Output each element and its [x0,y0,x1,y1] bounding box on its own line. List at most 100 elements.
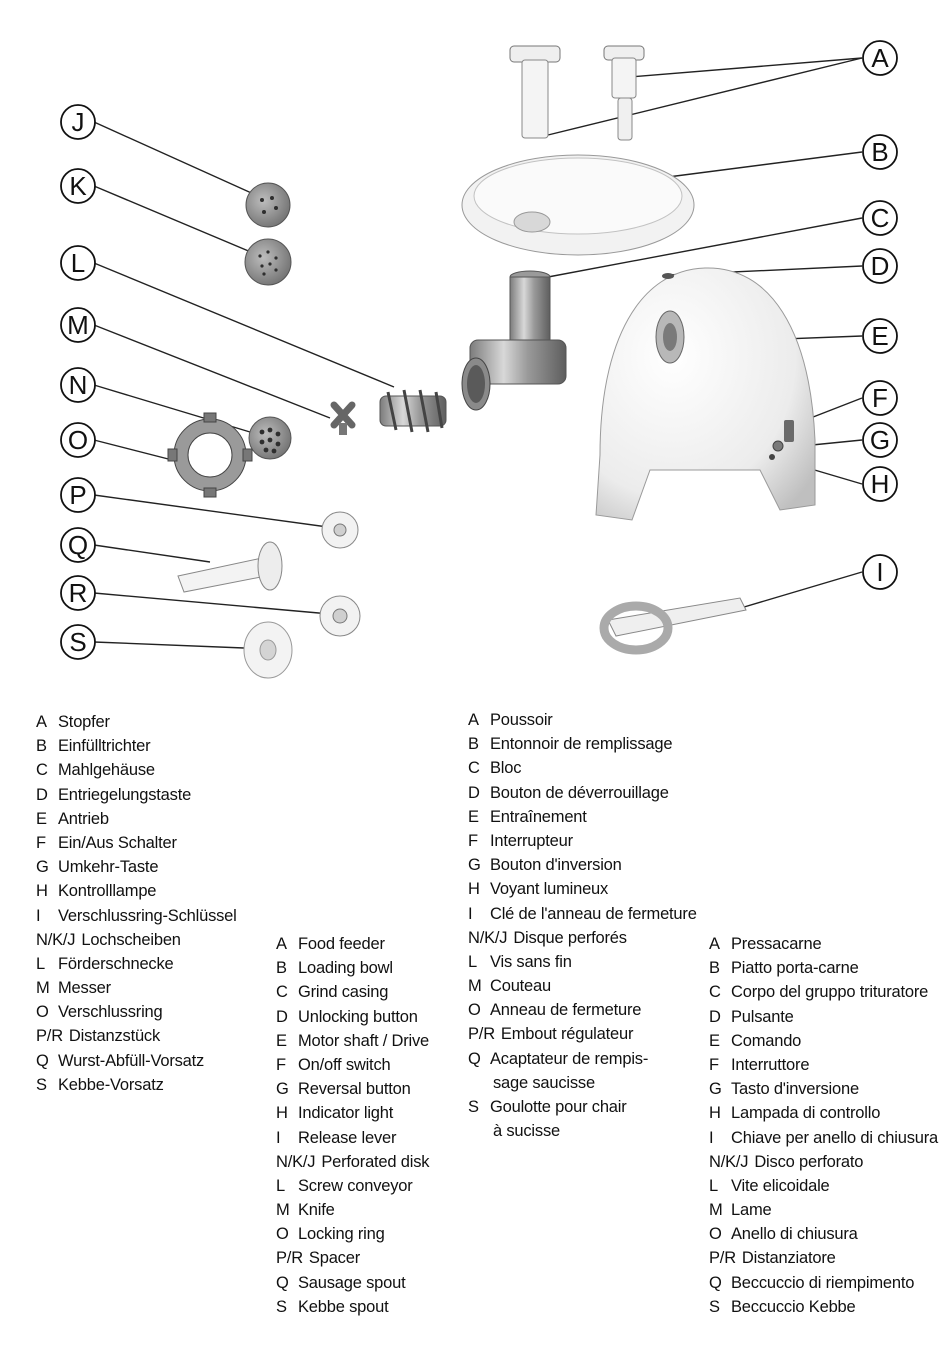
legend-text: Förderschnecke [58,954,174,973]
legend-text: Locking ring [298,1225,385,1244]
legend-text: Comando [731,1031,802,1050]
legend-text: Vis sans fin [490,952,572,971]
callout-q: Q [60,527,96,563]
legend-text: Lochscheiben [81,930,181,949]
legend-text: Bouton d'inversion [490,856,622,875]
legend-row-continuation: à sucisse [493,1122,560,1141]
legend-text: Mahlgehäuse [58,761,155,780]
legend-text: Lampada di controllo [731,1104,881,1123]
legend-code: B [709,959,720,978]
legend-code: H [36,882,48,901]
legend-text: Anello di chiusura [731,1225,858,1244]
legend-code: I [276,1128,281,1147]
callout-circle [862,466,898,502]
legend-text: Spacer [308,1249,360,1268]
legend-code: L [276,1176,285,1195]
motor-body-part [595,267,816,521]
callout-circle [60,367,96,403]
legend-text: Poussoir [490,711,553,729]
legend-text: Corpo del gruppo trituratore [731,983,929,1002]
callout-c: C [862,200,898,236]
legend-code: A [276,935,287,953]
spacer-parts [319,511,361,637]
legend-text: Pulsante [731,1007,794,1026]
legend-text: Knife [298,1201,335,1220]
callout-circle [60,527,96,563]
callout-circle [60,104,96,140]
callout-letter: A [871,43,889,73]
legend-text: Grind casing [298,983,389,1002]
legend-text: Entraînement [490,807,587,826]
callout-circle [60,245,96,281]
callout-letter: J [72,107,85,137]
legend-text: Bouton de déverrouillage [490,783,669,802]
legend-code: P/R [276,1249,303,1268]
legend-code: E [709,1031,720,1050]
callout-circle [862,554,898,590]
callout-i: I [862,554,898,590]
legend-code: O [468,1001,481,1020]
callout-l: L [60,245,96,281]
legend-code: H [276,1104,288,1123]
locking-ring-part [167,412,253,498]
callout-b: B [862,134,898,170]
legend-text: Chiave per anello di chiusura [731,1128,938,1147]
callout-letter: F [872,383,888,413]
legend-code: G [276,1080,289,1099]
legend-text: Anneau de fermeture [490,1001,642,1020]
callout-g: G [862,422,898,458]
legend-row: L Screw conveyor [276,1174,429,1198]
legend-code: F [276,1055,286,1074]
callout-letter: O [68,425,88,455]
legend-text: Antrieb [58,809,109,828]
legend-text: Distanziatore [741,1249,836,1268]
legend-text: Wurst-Abfüll-Vorsatz [58,1051,205,1070]
legend-code: H [468,880,480,899]
callout-r: R [60,575,96,611]
legend-text: Embout régulateur [500,1025,634,1044]
legend-text: Kebbe spout [298,1297,389,1316]
legend-row: E Comando [709,1029,938,1053]
legend-text: Loading bowl [298,959,393,978]
callout-a: A [862,40,898,76]
callout-letter: L [71,248,85,278]
legend-code: I [468,904,473,923]
legend-code: E [276,1031,287,1050]
callout-circle [862,380,898,416]
callout-j: J [60,104,96,140]
callout-letter: G [870,425,890,455]
grind-casing-part [461,270,567,411]
legend-code: A [36,713,47,731]
legend-code: Q [709,1273,722,1292]
legend-code: E [36,809,47,828]
legend-code: S [36,1075,47,1094]
legend-code: F [36,833,46,852]
food-feeder-part [509,45,645,141]
legend-text: Disco perforato [754,1152,864,1171]
callout-letter: M [67,310,89,340]
legend-code: C [468,759,480,778]
legend-text: Kebbe-Vorsatz [58,1075,164,1094]
legend-text: Screw conveyor [298,1176,413,1195]
